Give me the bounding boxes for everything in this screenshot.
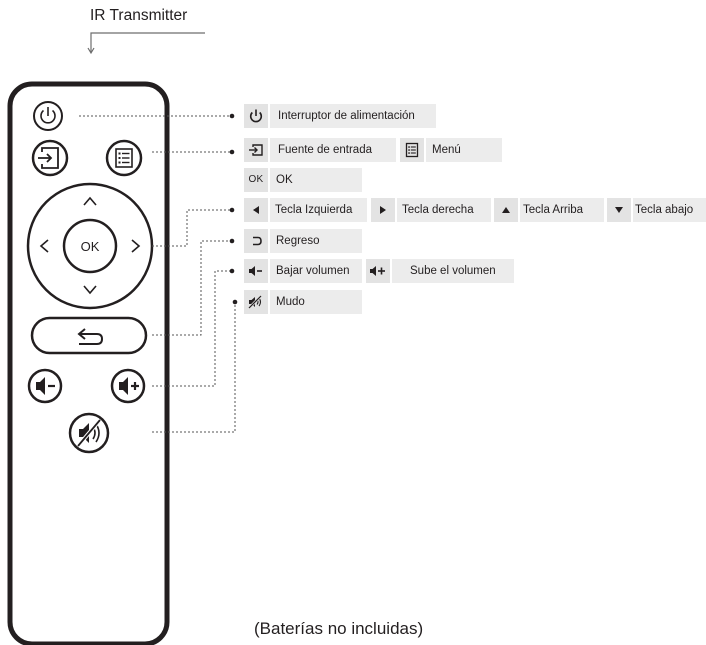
left-key-label: Tecla Izquierda	[270, 198, 367, 222]
leader-directions	[152, 209, 232, 247]
mute-label: Mudo	[270, 290, 362, 314]
return-legend-icon	[244, 229, 268, 253]
up-key-label: Tecla Arriba	[520, 198, 604, 222]
menu-label: Menú	[426, 138, 502, 162]
leader-return	[152, 240, 232, 336]
leader-lines	[79, 115, 236, 433]
volume-down-legend-icon	[244, 259, 268, 283]
ok-label: OK	[270, 168, 362, 192]
leader-volume	[152, 270, 232, 387]
right-key[interactable]	[131, 239, 141, 253]
volume-up-button[interactable]	[110, 368, 146, 404]
menu-button[interactable]	[105, 139, 143, 177]
navigation-pad: OK	[26, 182, 154, 310]
remote-body	[7, 81, 170, 645]
volume-down-button[interactable]	[27, 368, 63, 404]
ok-legend-icon: OK	[244, 168, 268, 192]
ir-transmitter-label: IR Transmitter	[90, 7, 188, 24]
source-legend-icon	[244, 138, 268, 162]
ok-button-label: OK	[81, 239, 100, 254]
input-source-label: Fuente de entrada	[270, 138, 396, 162]
source-button[interactable]	[31, 139, 69, 177]
mute-button[interactable]	[68, 412, 110, 454]
ok-button[interactable]	[62, 218, 118, 274]
up-arrow-icon	[494, 198, 518, 222]
power-switch-label: Interruptor de alimentación	[270, 104, 436, 128]
return-button[interactable]	[30, 316, 148, 355]
left-key[interactable]	[39, 239, 49, 253]
up-key[interactable]	[83, 196, 97, 206]
left-arrow-icon	[244, 198, 268, 222]
return-label: Regreso	[270, 229, 362, 253]
down-arrow-icon	[607, 198, 631, 222]
leader-dots	[229, 113, 238, 305]
power-legend-icon	[244, 104, 268, 128]
volume-up-label: Sube el volumen	[392, 259, 514, 283]
leader-mute	[152, 302, 236, 433]
power-button[interactable]	[33, 101, 63, 131]
down-key-label: Tecla abajo	[633, 198, 706, 222]
volume-up-legend-icon	[366, 259, 390, 283]
ir-transmitter-pointer	[87, 32, 205, 55]
mute-legend-icon	[244, 290, 268, 314]
menu-legend-icon	[400, 138, 424, 162]
right-key-label: Tecla derecha	[397, 198, 491, 222]
right-arrow-icon	[371, 198, 395, 222]
down-key[interactable]	[83, 285, 97, 295]
volume-down-label: Bajar volumen	[270, 259, 362, 283]
batteries-note: (Baterías no incluidas)	[254, 619, 424, 638]
